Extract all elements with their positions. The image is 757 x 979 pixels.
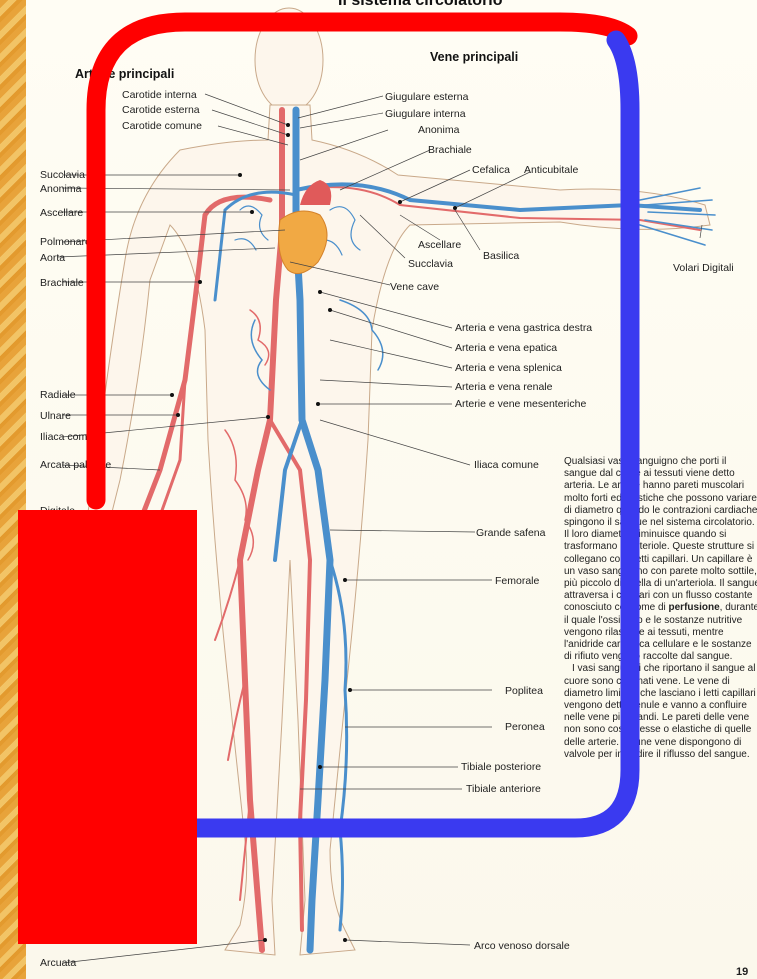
veins-header: Vene principali	[430, 50, 518, 64]
label-tibiale-anteriore: Tibiale anteriore	[466, 783, 541, 795]
label-anticubitale: Anticubitale	[524, 164, 578, 176]
label-giugulare-interna: Giugulare interna	[385, 108, 466, 120]
paragraph-arteries: Qualsiasi vaso sanguigno che porti il sa…	[564, 456, 757, 663]
label-tibiale-posteriore: Tibiale posteriore	[461, 761, 541, 773]
perfusion-term: perfusione	[669, 602, 720, 613]
label-cefalica: Cefalica	[472, 164, 510, 176]
page-number: 19	[736, 966, 748, 978]
label-carotide-esterna: Carotide esterna	[122, 104, 200, 116]
label-carotide-interna: Carotide interna	[122, 89, 197, 101]
label-digitale: Digitale	[40, 505, 75, 517]
label-mesenteriche: Arterie e vene mesenteriche	[455, 398, 586, 410]
label-brachiale-vein: Brachiale	[428, 144, 472, 156]
label-ascellare: Ascellare	[40, 207, 83, 219]
label-iliaca-comune-right: Iliaca comune	[474, 459, 539, 471]
label-arcata-palmare: Arcata palmare	[40, 459, 111, 471]
label-brachiale: Brachiale	[40, 277, 84, 289]
label-volari-digitali: Volari Digitali	[673, 262, 734, 274]
label-femorale: Femorale	[495, 575, 539, 587]
label-ascellare-vein: Ascellare	[418, 239, 461, 251]
label-radiale: Radiale	[40, 389, 76, 401]
label-poplitea: Poplitea	[505, 685, 543, 697]
label-succlavia: Succlavia	[40, 169, 85, 181]
page-title: Il sistema circolatorio	[338, 0, 503, 10]
label-basilica: Basilica	[483, 250, 519, 262]
label-gastrica-destra: Arteria e vena gastrica destra	[455, 322, 592, 334]
label-arco-venoso-dorsale: Arco venoso dorsale	[474, 940, 570, 952]
label-renale: Arteria e vena renale	[455, 381, 552, 393]
label-grande-safena: Grande safena	[476, 527, 545, 539]
label-anonima: Anonima	[40, 183, 81, 195]
description-text: Qualsiasi vaso sanguigno che porti il sa…	[564, 456, 757, 761]
label-ulnare: Ulnare	[40, 410, 71, 422]
label-carotide-comune: Carotide comune	[122, 120, 202, 132]
label-arcuata: Arcuata	[40, 957, 76, 969]
label-succlavia-vein: Succlavia	[408, 258, 453, 270]
label-polmonare: Polmonare	[40, 236, 91, 248]
paragraph-veins: I vasi sanguigni che riportano il sangue…	[564, 663, 757, 761]
label-giugulare-esterna: Giugulare esterna	[385, 91, 468, 103]
label-epatica: Arteria e vena epatica	[455, 342, 557, 354]
label-aorta: Aorta	[40, 252, 65, 264]
label-iliaca-comune-left: Iliaca comune	[40, 431, 105, 443]
label-peronea: Peronea	[505, 721, 545, 733]
arteries-header: Arterie principali	[75, 67, 174, 81]
label-vene-cave: Vene cave	[390, 281, 439, 293]
label-splenica: Arteria e vena splenica	[455, 362, 562, 374]
label-anonima-vein: Anonima	[418, 124, 459, 136]
